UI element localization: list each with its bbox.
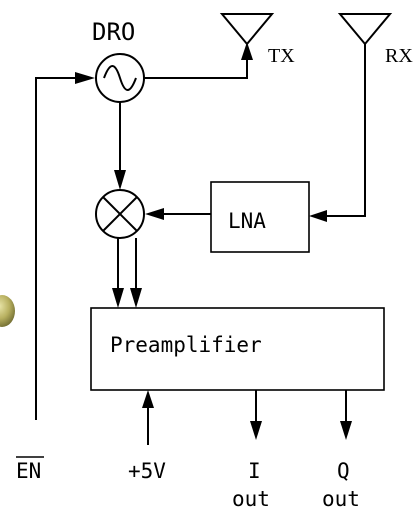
tx-feed-line [144,42,253,79]
mixer-symbol [95,189,145,239]
tx-antenna-icon [219,13,275,46]
i-out-label: out [232,487,270,511]
q-label: Q [337,459,350,483]
tx-label: TX [268,45,295,67]
oscillator-symbol [95,53,145,103]
oscillator-label: DRO [92,18,135,46]
supply-line [142,390,154,445]
edge-decoration-image [0,295,15,327]
preamplifier-label: Preamplifier [110,333,262,357]
rx-feed-line [309,44,366,222]
lna-label: LNA [228,209,266,233]
supply-label: +5V [128,459,166,483]
q-out-label: out [322,487,360,511]
preamplifier-block [90,307,385,391]
i-label: I [248,459,261,483]
lna-to-mixer-line [145,208,211,220]
mixer-to-preamp-lines [112,238,142,308]
enable-line [35,72,95,420]
enable-label: EN [16,459,41,483]
rx-label: RX [385,45,413,67]
i-output-line [250,390,262,440]
oscillator-to-mixer-line [114,102,126,190]
lna-block [210,181,310,253]
rx-antenna-icon [337,13,393,46]
q-output-line [340,390,352,440]
